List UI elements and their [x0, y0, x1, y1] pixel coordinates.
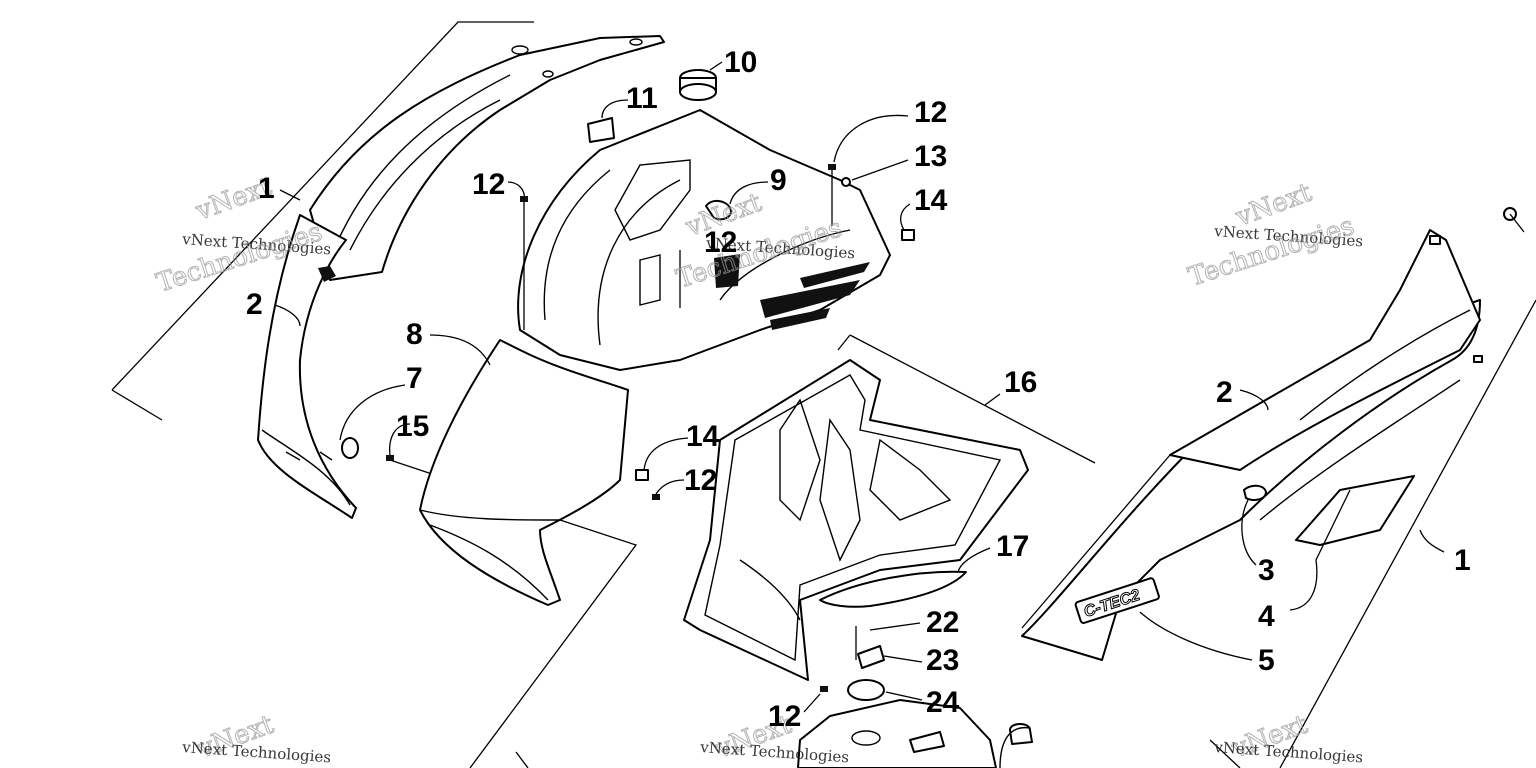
right-side-panel: C-TEC2 — [1021, 207, 1517, 661]
callout-11: 11 — [626, 82, 658, 115]
callout-7: 7 — [406, 362, 423, 395]
callouts: 1 2 7 15 8 12 11 10 9 12 12 13 14 14 12 … — [246, 46, 1471, 733]
callout-14-a: 14 — [914, 184, 948, 217]
callout-12-e: 12 — [768, 700, 801, 733]
nose-cone — [419, 339, 629, 606]
leader-lines — [274, 61, 1525, 713]
callout-10: 10 — [724, 46, 757, 79]
callout-23: 23 — [926, 644, 959, 677]
callout-5: 5 — [1258, 644, 1275, 677]
screws-12 — [520, 164, 836, 692]
callout-8: 8 — [406, 318, 423, 351]
callout-16: 16 — [1004, 366, 1037, 399]
callout-2-left: 2 — [246, 288, 263, 321]
callout-12-d: 12 — [684, 464, 717, 497]
callout-15: 15 — [396, 410, 429, 443]
callout-9: 9 — [770, 164, 787, 197]
rivet — [841, 177, 851, 187]
clip-upper — [901, 229, 915, 241]
svg-text:vNext Technologies: vNext Technologies — [1213, 738, 1364, 766]
watermark-group-right-bottom: vNext vNext Technologies — [1213, 709, 1364, 766]
clip-lower — [635, 469, 649, 481]
callout-22: 22 — [926, 606, 959, 639]
callout-3: 3 — [1258, 554, 1275, 587]
frame-lines — [111, 21, 1536, 768]
grommet — [679, 69, 717, 101]
center-hood — [517, 109, 891, 371]
pad — [587, 117, 615, 143]
lower-assembly — [797, 699, 1033, 768]
watermark-group-left-bottom: vNext vNext Technologies — [181, 709, 332, 766]
tray-liner — [819, 570, 967, 608]
callout-1-right: 1 — [1454, 544, 1471, 577]
callout-12-b: 12 — [704, 226, 737, 259]
svg-text:Technologies: Technologies — [1185, 211, 1358, 293]
callout-12-c: 12 — [914, 96, 947, 129]
callout-2-right: 2 — [1216, 376, 1233, 409]
watermark-group-right-top: vNext vNext Technologies Technologies — [1184, 177, 1363, 293]
plug — [705, 200, 732, 221]
callout-17: 17 — [996, 530, 1029, 563]
storage-tray — [683, 359, 1029, 681]
left-side-panel — [309, 35, 665, 281]
bracket-23 — [857, 645, 885, 669]
grommet-24 — [847, 679, 885, 701]
callout-12-a: 12 — [472, 168, 505, 201]
callout-14-b: 14 — [686, 420, 720, 453]
callout-24: 24 — [926, 686, 960, 719]
o-ring — [341, 437, 359, 459]
callout-1-left: 1 — [258, 172, 275, 205]
callout-13: 13 — [914, 140, 947, 173]
callout-4: 4 — [1258, 600, 1275, 633]
left-lower-panel — [257, 214, 357, 519]
